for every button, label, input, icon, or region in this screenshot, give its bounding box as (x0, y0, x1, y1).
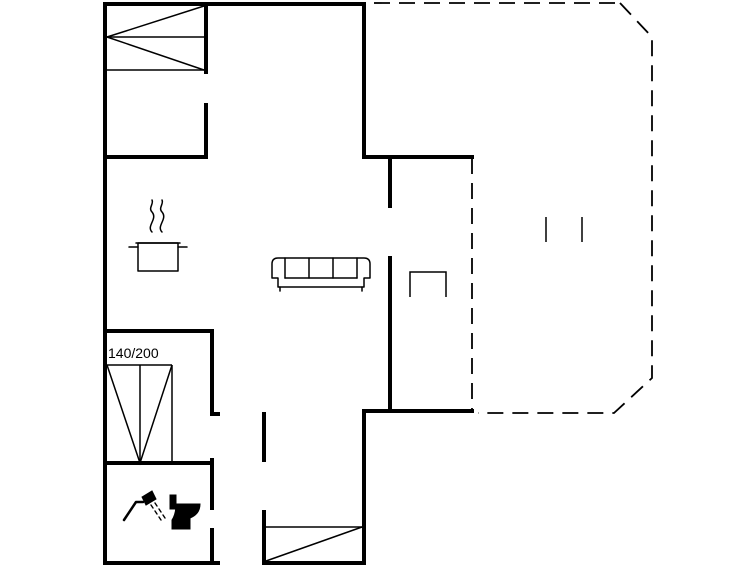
bed-icon: 140/200 (106, 345, 173, 466)
closet-icon (409, 271, 447, 297)
interior-walls (103, 2, 392, 565)
toilet-icon (169, 494, 201, 530)
terrace-marks (545, 217, 583, 242)
bed-size-label: 140/200 (108, 345, 159, 361)
shower-icon (122, 490, 166, 522)
lower-staircase-icon (265, 526, 363, 562)
staircase-icon (106, 5, 205, 71)
sofa-icon (271, 257, 371, 292)
cooking-pot-icon (128, 199, 188, 272)
exterior-walls (103, 2, 474, 565)
terrace-dashed-outline (374, 2, 653, 414)
